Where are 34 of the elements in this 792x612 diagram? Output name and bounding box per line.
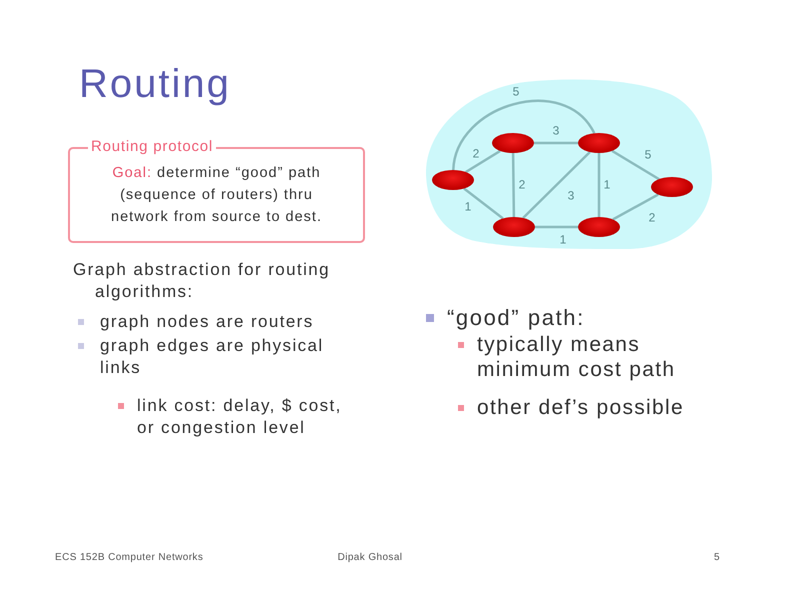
bullet-text: other def’s possible xyxy=(477,395,685,420)
network-cloud xyxy=(425,79,712,249)
slide-title: Routing xyxy=(79,61,231,108)
bullet-text: typically means minimum cost path xyxy=(477,332,676,382)
page-number: 5 xyxy=(713,551,720,564)
edge-label: 2 xyxy=(470,148,482,160)
link-line xyxy=(534,142,578,144)
edge-label: 2 xyxy=(516,178,528,192)
link-line xyxy=(512,152,516,218)
edge-label: 1 xyxy=(462,200,474,214)
link-line xyxy=(465,150,501,174)
bullet-text: link cost: delay, $ cost, or congestion level xyxy=(137,395,343,439)
edge-label: 5 xyxy=(642,148,654,162)
bullet-text: graph edges are physical links xyxy=(100,335,325,379)
footer-text: Dipak Ghosal xyxy=(336,551,404,564)
box-heading: Routing protocol xyxy=(88,138,216,156)
box-text: Goal: determine “good” path (sequence of routers) thru network from source to dest. xyxy=(110,164,323,227)
intro-text: Graph abstraction for routing algorithms: xyxy=(73,259,331,303)
edge-label: 1 xyxy=(602,178,612,192)
bullet-text: graph nodes are routers xyxy=(100,311,315,333)
footer-text: ECS 152B Computer Networks xyxy=(55,551,204,564)
link-line xyxy=(611,150,660,180)
bullet-text: “good” path: xyxy=(447,304,586,331)
link-line xyxy=(612,193,659,221)
edge-label: 3 xyxy=(550,124,562,138)
link-line xyxy=(535,226,578,228)
link-line xyxy=(598,153,600,217)
link-line xyxy=(452,100,596,170)
edge-label: 5 xyxy=(510,86,522,98)
link-line xyxy=(463,188,504,220)
link-line xyxy=(522,151,591,219)
edge-label: 2 xyxy=(646,212,658,224)
edge-label: 1 xyxy=(558,234,568,246)
edge-label: 3 xyxy=(566,190,576,202)
